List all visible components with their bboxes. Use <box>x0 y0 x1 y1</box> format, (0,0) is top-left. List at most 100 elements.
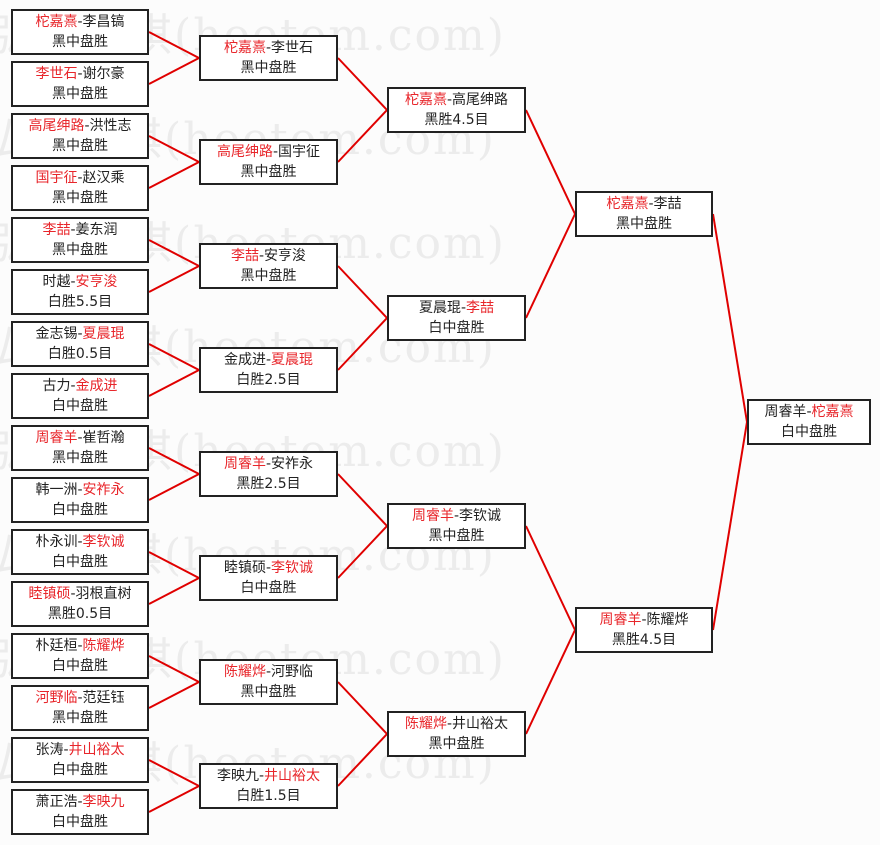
separator: - <box>648 196 654 212</box>
match-box-round1: 柁嘉熹-李昌镐黑中盘胜 <box>11 9 149 55</box>
match-box-round1: 萧正浩-李映九白中盘胜 <box>11 789 149 835</box>
player-black: 周睿羊 <box>35 430 78 446</box>
player-white: 谢尔豪 <box>82 66 125 82</box>
player-white: 李钦诚 <box>459 508 502 524</box>
match-box-round2: 周睿羊-安祚永黑胜2.5目 <box>199 451 338 497</box>
separator: - <box>258 248 265 264</box>
player-white: 夏晨琨 <box>82 326 125 342</box>
match-box-round2: 睦镇硕-李钦诚白中盘胜 <box>199 555 338 601</box>
match-players: 柁嘉熹-李昌镐 <box>13 12 147 32</box>
player-white: 赵汉乘 <box>82 170 125 186</box>
match-result: 黑中盘胜 <box>52 34 108 50</box>
player-black: 国宇征 <box>35 170 78 186</box>
match-box-round2: 柁嘉熹-李世石黑中盘胜 <box>199 35 338 81</box>
match-box-round1: 河野临-范廷钰黑中盘胜 <box>11 685 149 731</box>
separator: - <box>265 40 272 56</box>
player-white: 崔哲瀚 <box>82 430 125 446</box>
bracket-connector <box>337 525 388 579</box>
match-box-round4: 柁嘉熹-李喆黑中盘胜 <box>575 191 713 237</box>
match-players: 高尾绅路-洪性志 <box>13 116 147 136</box>
match-players: 周睿羊-柁嘉熹 <box>749 402 869 422</box>
match-result: 白中盘胜 <box>52 658 108 674</box>
match-result: 白中盘胜 <box>52 814 108 830</box>
player-white: 李钦诚 <box>271 560 314 576</box>
match-players: 柁嘉熹-李喆 <box>577 194 711 214</box>
player-white: 高尾绅路 <box>452 92 509 108</box>
bracket-connector <box>712 421 748 631</box>
player-black: 金志锡 <box>35 326 78 342</box>
bracket-connector <box>148 785 200 813</box>
match-box-round1: 朴廷桓-陈耀烨白中盘胜 <box>11 633 149 679</box>
separator: - <box>265 560 272 576</box>
match-players: 朴廷桓-陈耀烨 <box>13 636 147 656</box>
bracket-connector <box>337 57 388 111</box>
match-players: 金成进-夏晨琨 <box>201 350 336 370</box>
match-result: 黑中盘胜 <box>616 216 672 232</box>
match-box-round3: 柁嘉熹-高尾绅路黑胜4.5目 <box>387 87 526 133</box>
player-black: 朴永训 <box>35 534 78 550</box>
match-players: 金志锡-夏晨琨 <box>13 324 147 344</box>
match-box-round1: 国宇征-赵汉乘黑中盘胜 <box>11 165 149 211</box>
player-white: 李喆 <box>466 300 495 316</box>
player-black: 李喆 <box>42 222 71 238</box>
separator: - <box>641 612 647 628</box>
match-result: 白胜1.5目 <box>236 788 301 804</box>
bracket-connector <box>148 369 200 397</box>
player-white: 李映九 <box>82 794 125 810</box>
player-black: 周睿羊 <box>223 456 266 472</box>
player-white: 安祚永 <box>271 456 314 472</box>
match-players: 柁嘉熹-高尾绅路 <box>389 90 524 110</box>
match-result: 黑中盘胜 <box>240 684 297 700</box>
player-black: 柁嘉熹 <box>606 196 649 212</box>
match-box-round3: 夏晨琨-李喆白中盘胜 <box>387 295 526 341</box>
player-white: 姜东润 <box>75 222 118 238</box>
match-players: 韩一洲-安祚永 <box>13 480 147 500</box>
match-players: 李喆-安亨浚 <box>201 246 336 266</box>
match-players: 萧正浩-李映九 <box>13 792 147 812</box>
match-players: 李世石-谢尔豪 <box>13 64 147 84</box>
separator: - <box>77 794 83 810</box>
match-players: 柁嘉熹-李世石 <box>201 38 336 58</box>
separator: - <box>265 664 272 680</box>
player-black: 高尾绅路 <box>28 118 85 134</box>
player-white: 安亨浚 <box>75 274 118 290</box>
match-players: 古力-金成进 <box>13 376 147 396</box>
match-box-round1: 金志锡-夏晨琨白胜0.5目 <box>11 321 149 367</box>
match-players: 国宇征-赵汉乘 <box>13 168 147 188</box>
player-black: 周睿羊 <box>411 508 454 524</box>
separator: - <box>77 326 83 342</box>
player-white: 洪性志 <box>89 118 132 134</box>
player-black: 朴廷桓 <box>35 638 78 654</box>
bracket-connector <box>525 525 576 631</box>
match-box-round1: 睦镇硕-羽根直树黑胜0.5目 <box>11 581 149 627</box>
match-box-round1: 高尾绅路-洪性志黑中盘胜 <box>11 113 149 159</box>
player-black: 金成进 <box>223 352 266 368</box>
separator: - <box>460 300 467 316</box>
match-box-round2: 陈耀烨-河野临黑中盘胜 <box>199 659 338 705</box>
player-white: 柁嘉熹 <box>811 404 854 420</box>
separator: - <box>265 352 272 368</box>
match-box-round1: 李喆-姜东润黑中盘胜 <box>11 217 149 263</box>
player-black: 张涛 <box>35 742 64 758</box>
player-black: 李映九 <box>216 768 259 784</box>
player-black: 李世石 <box>35 66 78 82</box>
match-box-round1: 韩一洲-安祚永白中盘胜 <box>11 477 149 523</box>
bracket-connector <box>712 213 748 423</box>
match-box-round1: 李世石-谢尔豪黑中盘胜 <box>11 61 149 107</box>
player-white: 夏晨琨 <box>271 352 314 368</box>
bracket-connector <box>148 265 200 293</box>
match-box-round2: 李喆-安亨浚黑中盘胜 <box>199 243 338 289</box>
bracket-connector <box>148 31 200 59</box>
bracket-connector <box>148 57 200 85</box>
match-result: 黑中盘胜 <box>52 450 108 466</box>
bracket-connector <box>337 317 388 371</box>
separator: - <box>77 430 83 446</box>
player-black: 古力 <box>42 378 71 394</box>
player-black: 时越 <box>42 274 71 290</box>
match-players: 陈耀烨-河野临 <box>201 662 336 682</box>
separator: - <box>446 716 453 732</box>
bracket-connector <box>525 213 576 319</box>
match-box-round1: 古力-金成进白中盘胜 <box>11 373 149 419</box>
player-white: 安亨浚 <box>264 248 307 264</box>
player-black: 柁嘉熹 <box>404 92 447 108</box>
